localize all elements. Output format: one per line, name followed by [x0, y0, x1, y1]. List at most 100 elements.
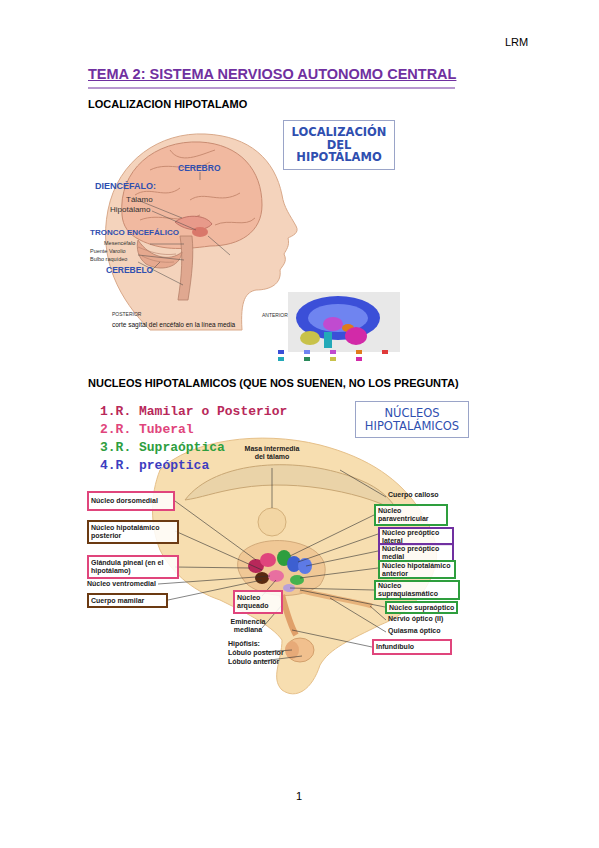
- illustration-shape: [330, 350, 336, 354]
- illustration-shape: [300, 590, 385, 607]
- illustration-shape: [200, 172, 201, 180]
- illustration-shape: [323, 317, 343, 331]
- part-label: Eminencia mediana: [228, 618, 268, 633]
- region-label: 4.R. preóptica: [100, 459, 209, 473]
- structure-label: Núcleo arqueado: [237, 594, 279, 609]
- illustration-shape: [175, 501, 256, 560]
- label-box: Glándula pineal (en el hipotálamo): [87, 555, 179, 579]
- part-label: Cuerpo calloso: [388, 491, 439, 499]
- illustration-shape: [138, 247, 176, 262]
- illustration-shape: [208, 236, 230, 255]
- part-label: POSTERIOR: [112, 312, 141, 318]
- illustration-shape: [238, 541, 326, 596]
- label-box: Núcleo arqueado: [233, 590, 283, 614]
- label-box: Núcleo hipotalámico posterior: [87, 520, 179, 544]
- illustration-shape: [175, 567, 250, 568]
- part-label: Quiasma óptico: [388, 627, 441, 635]
- illustration-shape: [185, 465, 398, 512]
- part-label: corte sagital del encéfalo en la línea m…: [112, 321, 235, 328]
- illustration-shape: [175, 216, 212, 230]
- structure-label: Núcleo supraóptico: [389, 604, 454, 612]
- part-label: Núcleo ventromedial: [87, 580, 156, 588]
- illustration-shape: [382, 350, 388, 354]
- label-box: Cuerpo mamilar: [87, 593, 168, 608]
- illustration-shape: [340, 470, 386, 497]
- illustration-shape: [300, 331, 320, 345]
- illustration-shape: [324, 332, 332, 348]
- structure-label: Glándula pineal (en el hipotálamo): [91, 559, 175, 574]
- structure-label: Núcleo preóptico lateral: [382, 529, 450, 544]
- structure-label: Núcleo supraquiasmático: [378, 582, 456, 597]
- box-title: LOCALIZACIÓN DEL HIPOTÁLAMO: [290, 126, 388, 163]
- illustration-shape: [298, 534, 378, 562]
- illustration-shape: [260, 553, 276, 567]
- part-label: Lóbulo posterior: [228, 649, 284, 657]
- illustration-shape: [292, 630, 372, 647]
- illustration-shape: [255, 572, 269, 584]
- label-box: Núcleo hipotalámico anterior: [378, 560, 456, 579]
- label-box: Núcleo supraóptico: [385, 601, 458, 614]
- part-label: LRM: [505, 36, 528, 48]
- image-title-box: NÚCLEOS HIPOTALÁMICOS: [355, 401, 469, 438]
- part-label: CEREBRO: [178, 164, 221, 173]
- illustration-shape: [306, 551, 378, 566]
- structure-label: Núcleo hipotalámico posterior: [91, 524, 175, 539]
- illustration-shape: [152, 211, 196, 230]
- structure-label: Núcleo dorsomedial: [91, 497, 171, 505]
- illustration-shape: [300, 568, 378, 578]
- legend-swatches: [278, 350, 388, 361]
- region-label: 1.R. Mamilar o Posterior: [100, 405, 287, 419]
- illustration-shape: [330, 598, 386, 632]
- page-title: TEMA 2: SISTEMA NERVIOSO AUTONOMO CENTRA…: [88, 66, 456, 82]
- part-label: Lóbulo anterior: [228, 658, 279, 666]
- structure-label: Núcleo preóptico medial: [382, 545, 450, 560]
- title-rule: [88, 88, 455, 89]
- part-label: Mesencéfalo: [104, 240, 135, 246]
- illustration-shape: [370, 606, 386, 620]
- illustration-shape: [282, 595, 296, 635]
- label-box: Núcleo paraventricular: [374, 504, 448, 526]
- image-title-box: LOCALIZACIÓN DEL HIPOTÁLAMO: [283, 120, 395, 170]
- illustration-shape: [272, 468, 273, 508]
- illustration-shape: [288, 292, 400, 352]
- section-heading: LOCALIZACION HIPOTALAMO: [88, 98, 247, 110]
- illustration-shape: [345, 327, 367, 345]
- label-box: Infundíbulo: [372, 639, 452, 655]
- box-title: NÚCLEOS HIPOTALÁMICOS: [362, 407, 462, 432]
- part-label: Hipófisis:: [228, 640, 260, 648]
- illustration-shape: [304, 350, 310, 354]
- illustration-shape: [258, 508, 286, 536]
- leader-lines: [158, 468, 386, 661]
- part-label: Hipotálamo: [110, 206, 150, 215]
- part-label: TRONCO ENCEFÁLICO: [90, 229, 179, 238]
- region-label: 2.R. Tuberal: [100, 423, 194, 437]
- part-label: CEREBELO: [106, 266, 153, 275]
- part-label: ANTERIOR: [262, 313, 288, 319]
- structure-label: Núcleo hipotalámico anterior: [382, 562, 452, 577]
- structure-label: Núcleo paraventricular: [378, 507, 444, 522]
- label-box: Núcleo supraquiasmático: [374, 580, 460, 600]
- region-label: 3.R. Supraóptica: [100, 441, 225, 455]
- part-label: Puente Varolio: [90, 248, 126, 254]
- structure-label: Cuerpo mamilar: [91, 597, 164, 605]
- part-label: Masa intermedia del tálamo: [240, 445, 304, 460]
- sagittal-section: [278, 292, 400, 361]
- illustration-shape: [278, 357, 284, 361]
- part-label: DIENCÉFALO:: [95, 182, 156, 192]
- illustration-shape: [278, 350, 284, 354]
- illustration-shape: [290, 575, 304, 585]
- illustration-shape: [138, 255, 184, 260]
- illustration-shape: [192, 227, 208, 237]
- illustration-shape: [356, 350, 362, 354]
- illustration-shape: [298, 558, 312, 574]
- illustration-shape: [356, 357, 362, 361]
- label-box: Núcleo dorsomedial: [87, 491, 175, 511]
- illustration-shape: [150, 244, 184, 245]
- part-label: Tálamo: [126, 196, 153, 205]
- part-label: Bulbo raquídeo: [90, 256, 127, 262]
- part-label: Nervio óptico (II): [388, 615, 443, 623]
- illustration-shape: [175, 531, 262, 570]
- illustration-shape: [290, 588, 374, 590]
- illustration-shape: [178, 236, 193, 300]
- structure-label: Infundíbulo: [376, 643, 448, 651]
